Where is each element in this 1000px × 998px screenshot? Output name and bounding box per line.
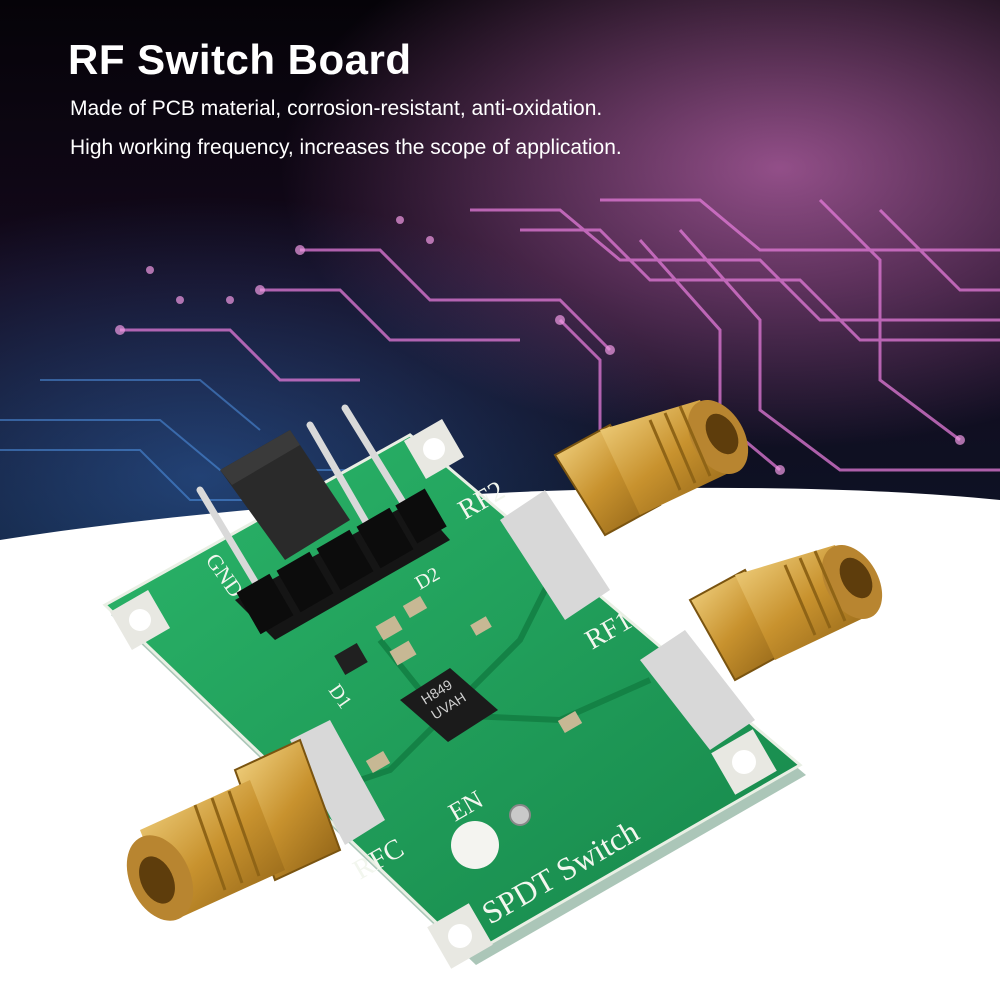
circuit-traces xyxy=(120,198,1000,472)
sma-connector-rf2 xyxy=(500,400,749,620)
feature-line-1: Made of PCB material, corrosion-resistan… xyxy=(70,97,603,120)
feature-line-2: High working frequency, increases the sc… xyxy=(70,136,622,159)
jumper-cap xyxy=(220,430,350,560)
sma-connector-rf1 xyxy=(640,545,883,750)
circuit-pads xyxy=(115,216,965,475)
en-pad xyxy=(451,821,499,869)
pin-header xyxy=(196,404,450,640)
sma-connector-rfc xyxy=(126,720,385,921)
rf-switch-chip: H849 UVAH xyxy=(400,668,498,742)
smd-components xyxy=(334,595,583,774)
mounting-holes xyxy=(109,418,777,969)
page-title: RF Switch Board xyxy=(68,36,412,83)
